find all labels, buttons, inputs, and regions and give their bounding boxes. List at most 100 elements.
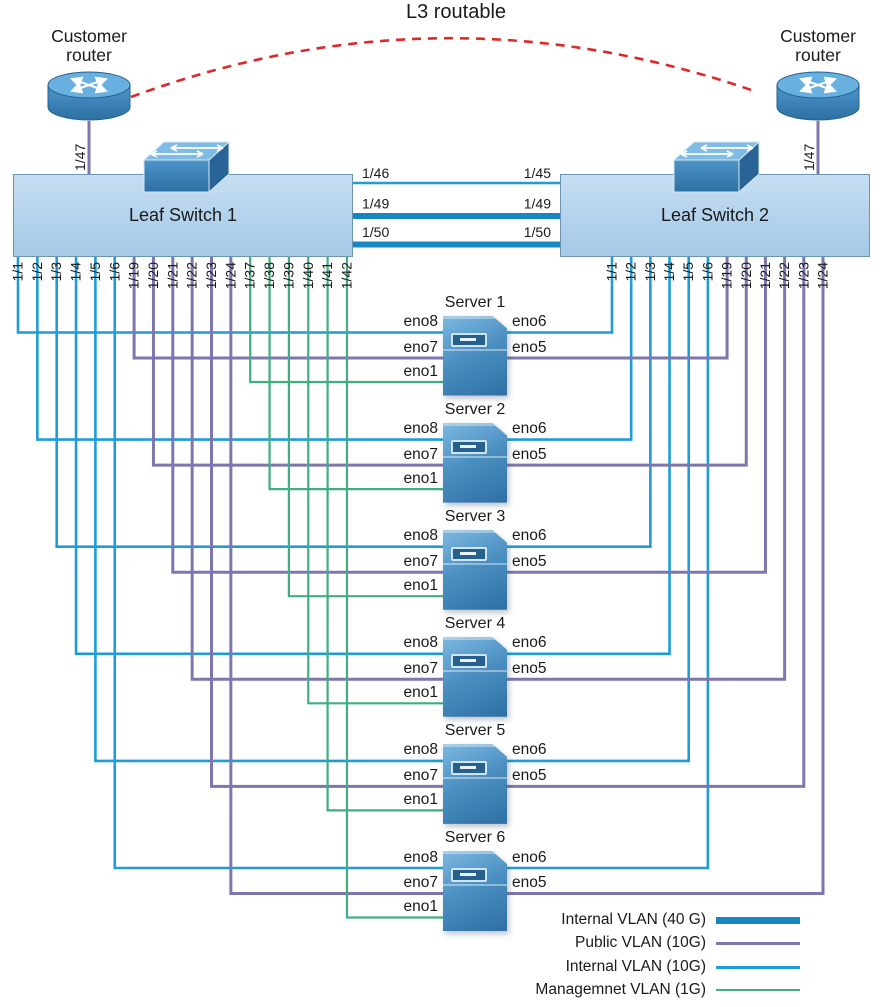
switch-port-label: 1/23 xyxy=(203,262,219,289)
legend-row-internal-40g: Internal VLAN (40 G) xyxy=(360,909,800,931)
server-node xyxy=(443,529,507,610)
switch-port-label: 1/4 xyxy=(661,262,677,282)
link-1/3-server-3-eno8 xyxy=(55,257,443,548)
link-1/23-server-5-eno7 xyxy=(210,257,443,788)
link-1/38-server-2-eno1 xyxy=(268,257,443,491)
nic-label: eno6 xyxy=(512,313,547,330)
l3-routable-label: L3 routable xyxy=(405,1,507,23)
nic-label: eno5 xyxy=(512,874,547,891)
nic-label: eno1 xyxy=(403,469,438,487)
server-icon xyxy=(443,851,507,931)
nic-label: eno8 xyxy=(403,634,438,652)
link-1/4-server-4-eno6 xyxy=(507,257,671,656)
switch-port-label: 1/1 xyxy=(604,262,620,282)
switch-port-label: 1/20 xyxy=(738,262,754,289)
nic-label: eno1 xyxy=(403,683,438,701)
switch-port-label: 1/2 xyxy=(29,262,45,282)
server-title: Server 1 xyxy=(444,293,506,311)
nic-label: eno8 xyxy=(403,313,438,330)
nic-label: eno6 xyxy=(512,527,547,545)
leaf-switch-1-name: Leaf Switch 1 xyxy=(128,205,238,225)
switch-port-label: 1/22 xyxy=(184,262,200,289)
switch-port-label: 1/1 xyxy=(10,262,26,282)
nic-label: eno7 xyxy=(403,552,438,570)
nic-label: eno7 xyxy=(403,659,438,677)
nic-label: eno7 xyxy=(403,766,438,784)
switch-port-label: 1/41 xyxy=(319,262,335,289)
server-slot xyxy=(451,653,487,668)
leaf-switch-2-name: Leaf Switch 2 xyxy=(660,205,770,225)
nic-label: eno8 xyxy=(403,741,438,759)
switch-port-label: 1/6 xyxy=(106,262,122,282)
switch-port-label: 1/19 xyxy=(126,262,142,289)
server-title: Server 6 xyxy=(444,829,506,846)
switch-port-label: 1/3 xyxy=(48,262,64,282)
switch-port-label: 1/38 xyxy=(261,262,277,289)
server-slot xyxy=(451,546,487,561)
switch-port-label: 1/24 xyxy=(222,262,238,289)
switch-port-label: 1/6 xyxy=(699,262,715,282)
nic-label: eno8 xyxy=(403,527,438,545)
nic-label: eno1 xyxy=(403,362,438,380)
switch-port-label: 1/42 xyxy=(338,262,354,289)
nic-label: eno7 xyxy=(403,445,438,463)
link-1/21-server-3-eno7 xyxy=(171,257,443,574)
server-slot xyxy=(451,760,487,775)
link-1/39-server-3-eno1 xyxy=(287,257,443,598)
legend-label: Managemnet VLAN (1G) xyxy=(535,981,706,998)
server-icon xyxy=(443,315,507,396)
switch-port-label: 1/2 xyxy=(623,262,639,282)
router-icon xyxy=(47,71,131,121)
customer-router-right-label: Customer router xyxy=(780,26,856,65)
link-1/24-server-6-eno7 xyxy=(229,257,443,895)
trunk-port-label-right: 1/45 xyxy=(524,165,551,181)
legend-line-management-1g xyxy=(716,989,800,991)
switch-port-label: 1/23 xyxy=(795,262,811,289)
nic-label: eno8 xyxy=(403,420,438,438)
legend-label: Public VLAN (10G) xyxy=(575,934,706,951)
legend-line-internal-40g xyxy=(716,916,800,924)
switch-port-label: 1/39 xyxy=(280,262,296,289)
nic-label: eno7 xyxy=(403,874,438,891)
server-icon xyxy=(443,529,507,610)
server-node xyxy=(443,315,507,396)
switch-port-label: 1/4 xyxy=(68,262,84,282)
nic-label: eno5 xyxy=(512,445,547,463)
nic-label: eno6 xyxy=(512,634,547,652)
nic-label: eno7 xyxy=(403,338,438,356)
link-1/42-server-6-eno1 xyxy=(345,257,443,919)
legend-line-public-10g xyxy=(716,941,800,945)
link-1/19-server-1-eno5 xyxy=(507,257,729,360)
nic-label: eno5 xyxy=(512,659,547,677)
legend-label: Internal VLAN (10G) xyxy=(565,958,706,975)
link-1/1-server-1-eno6 xyxy=(507,257,614,334)
nic-label: eno6 xyxy=(512,848,547,866)
legend-label: Internal VLAN (40 G) xyxy=(561,911,706,928)
trunk-port-label-right: 1/50 xyxy=(524,224,551,240)
legend-line-internal-10g xyxy=(716,965,800,969)
server-node xyxy=(443,851,507,931)
legend-row-internal-10g: Internal VLAN (10G) xyxy=(360,956,800,978)
link-1/22-server-4-eno5 xyxy=(507,257,787,681)
switch-port-label: 1/19 xyxy=(719,262,735,289)
switch-port-label: 1/24 xyxy=(814,262,830,289)
server-node xyxy=(443,636,507,717)
server-node xyxy=(443,422,507,503)
trunk-port-label-left: 1/50 xyxy=(362,224,389,240)
switch-port-label: 1/5 xyxy=(680,262,696,282)
link-1/23-server-5-eno5 xyxy=(507,257,806,788)
server-slot xyxy=(451,868,487,882)
trunk-port-label-left: 1/49 xyxy=(362,196,389,212)
nic-label: eno8 xyxy=(403,848,438,866)
link-1/3-server-3-eno6 xyxy=(507,257,652,548)
switch-icon xyxy=(142,140,231,194)
link-1/5-server-5-eno6 xyxy=(507,257,691,763)
link-1/40-server-4-eno1 xyxy=(307,257,443,705)
link-1/21-server-3-eno5 xyxy=(507,257,767,574)
trunk-port-label-left: 1/46 xyxy=(362,165,389,181)
switch-icon xyxy=(672,140,761,194)
router-port-label: 1/47 xyxy=(72,144,88,171)
switch-port-label: 1/40 xyxy=(300,262,316,289)
switch-port-label: 1/37 xyxy=(242,262,258,289)
